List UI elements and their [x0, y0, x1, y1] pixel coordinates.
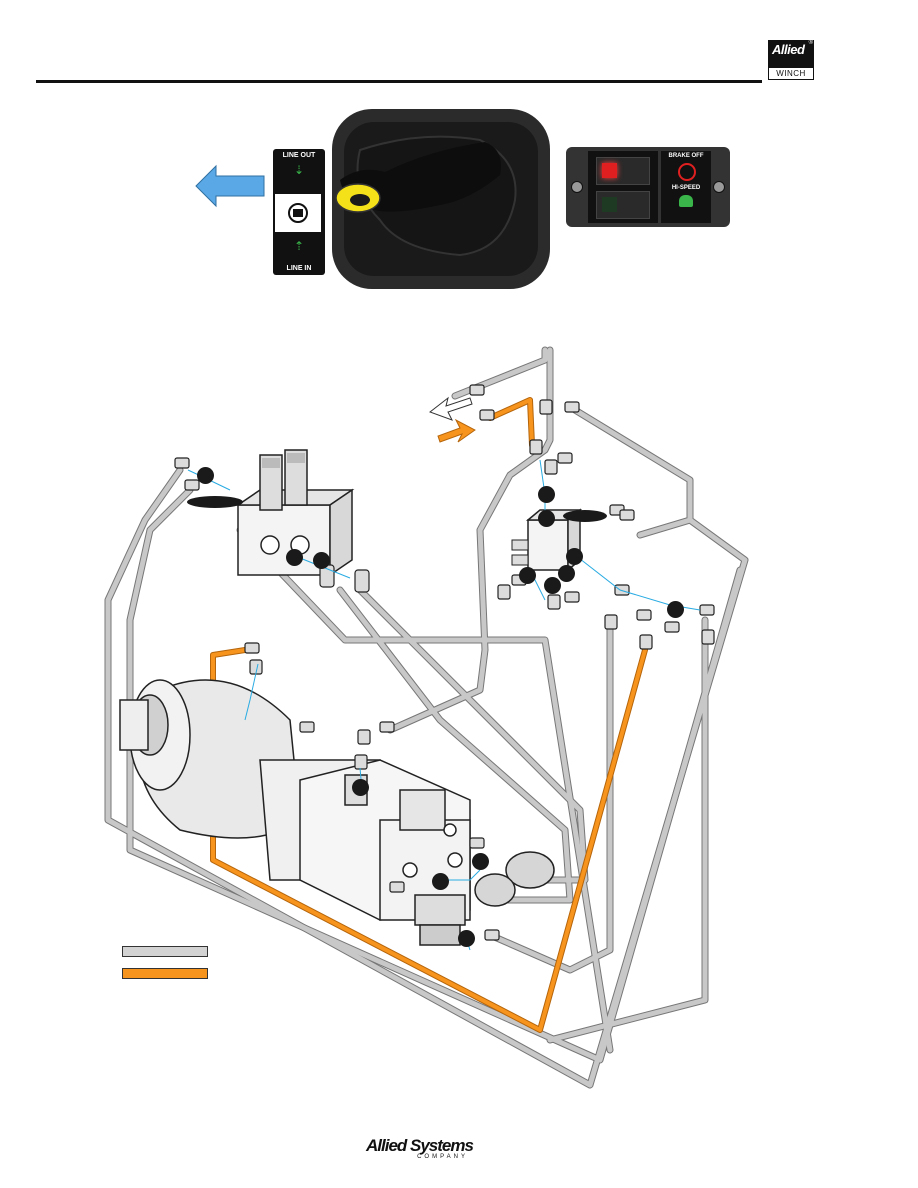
return-flow-arrow-icon: [428, 396, 473, 421]
header-rule: [36, 80, 762, 83]
line-in-arrow-icon: ⇡: [293, 239, 305, 253]
logo-brand: Allied: [772, 42, 805, 57]
joystick-lever: [340, 142, 501, 212]
hi-speed-indicator: [602, 197, 617, 212]
callout-marker: [286, 549, 303, 566]
footer-company: COMPANY: [417, 1154, 468, 1160]
callout-marker: [352, 779, 369, 796]
line-direction-placard: LINE OUT ⇣ ⇡ LINE IN: [273, 149, 325, 275]
line-out-arrow-icon: ⇣: [293, 163, 305, 177]
brake-symbol-icon: [288, 203, 308, 223]
callout-marker: [544, 577, 561, 594]
valve-block-left: [187, 449, 355, 577]
callout-marker: [432, 873, 449, 890]
valve-label-plate-left: [187, 496, 243, 508]
brake-off-label: BRAKE OFF: [668, 153, 704, 159]
logo-subtitle: WINCH: [776, 69, 806, 78]
allied-winch-logo: Allied ® WINCH: [768, 40, 814, 80]
callout-marker: [472, 853, 489, 870]
callout-marker: [313, 552, 330, 569]
hi-speed-rocker-switch[interactable]: [596, 191, 650, 219]
callout-marker: [519, 567, 536, 584]
joystick-control: [332, 109, 550, 289]
logo-registered: ®: [808, 40, 813, 46]
line-in-label: LINE IN: [286, 265, 312, 272]
callout-marker: [667, 601, 684, 618]
hi-speed-turtle-icon: [679, 195, 693, 207]
screw-right-icon: [713, 181, 725, 193]
callout-marker: [197, 467, 214, 484]
brake-symbol-area: [275, 194, 321, 232]
flange-1: [505, 851, 555, 889]
footer-brand: Allied Systems: [366, 1136, 474, 1155]
logo-subtitle-box: WINCH: [768, 67, 814, 80]
supply-flow-arrow-icon: [437, 418, 476, 443]
callout-marker: [558, 565, 575, 582]
callout-marker: [566, 548, 583, 565]
switch-panel: BRAKE OFF HI-SPEED: [566, 147, 730, 227]
flange-2: [474, 873, 516, 907]
callout-marker: [538, 486, 555, 503]
screw-left-icon: [571, 181, 583, 193]
fittings: [174, 384, 715, 941]
legend-pressure-swatch: [122, 946, 208, 957]
legend-pilot-swatch: [122, 968, 208, 979]
hi-speed-label: HI-SPEED: [671, 185, 701, 191]
line-out-direction-arrow-icon: [195, 164, 265, 208]
brake-off-rocker-switch[interactable]: [596, 157, 650, 185]
callout-marker: [458, 930, 475, 947]
brake-off-icon: [678, 163, 696, 181]
callout-marker: [538, 510, 555, 527]
brake-indicator-light: [602, 163, 617, 178]
allied-systems-footer-logo: Allied Systems COMPANY: [366, 1136, 476, 1162]
line-out-label: LINE OUT: [282, 152, 316, 159]
valve-label-plate-right: [563, 510, 607, 522]
valve-block-right: [511, 508, 607, 572]
